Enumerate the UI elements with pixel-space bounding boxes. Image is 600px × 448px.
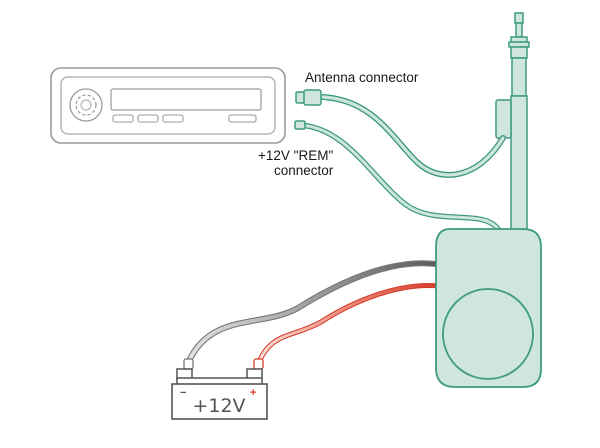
radio-button-4 <box>228 114 257 123</box>
battery-negative-sign: − <box>180 387 186 399</box>
mast-cable-clip <box>495 99 512 139</box>
antenna-coax-cable <box>321 95 505 177</box>
rem-wire <box>297 123 502 234</box>
antenna-cables <box>296 94 506 235</box>
battery-voltage-label: +12V <box>192 395 245 417</box>
antenna-plug-body <box>303 89 322 106</box>
antenna-mast <box>495 12 530 237</box>
radio-button-1 <box>112 114 134 123</box>
mast-tube <box>510 95 528 237</box>
radio-button-2 <box>137 114 159 123</box>
antenna-connector-label: Antenna connector <box>305 70 419 85</box>
negative-wire <box>187 261 438 363</box>
mast-section-upper <box>510 46 528 59</box>
rem-connector-plug <box>294 120 306 130</box>
battery: − + +12V <box>171 368 268 420</box>
rem-connector-label-line1: +12V "REM" <box>258 148 333 163</box>
antenna-motor-housing <box>435 228 542 388</box>
positive-wire-outline <box>256 282 443 365</box>
rem-connector-label-line2: connector <box>274 163 334 178</box>
battery-positive-sign: + <box>250 387 256 399</box>
mast-top-section <box>515 22 523 38</box>
mast-tip <box>514 12 524 24</box>
radio-display <box>110 88 262 111</box>
battery-body <box>171 383 268 420</box>
radio-knob-center <box>80 99 92 111</box>
radio-button-3 <box>162 114 184 123</box>
negative-wire-outline <box>186 260 439 364</box>
antenna-connector-plug <box>295 89 322 106</box>
mast-section-mid <box>511 57 527 97</box>
power-wires <box>186 260 443 365</box>
negative-wire-lug <box>183 358 194 370</box>
motor-housing-round-cover <box>442 288 534 380</box>
car-radio <box>50 67 286 144</box>
positive-wire-lug <box>253 358 264 370</box>
positive-wire <box>257 283 442 364</box>
antenna-coax-cable-outline <box>320 94 506 178</box>
